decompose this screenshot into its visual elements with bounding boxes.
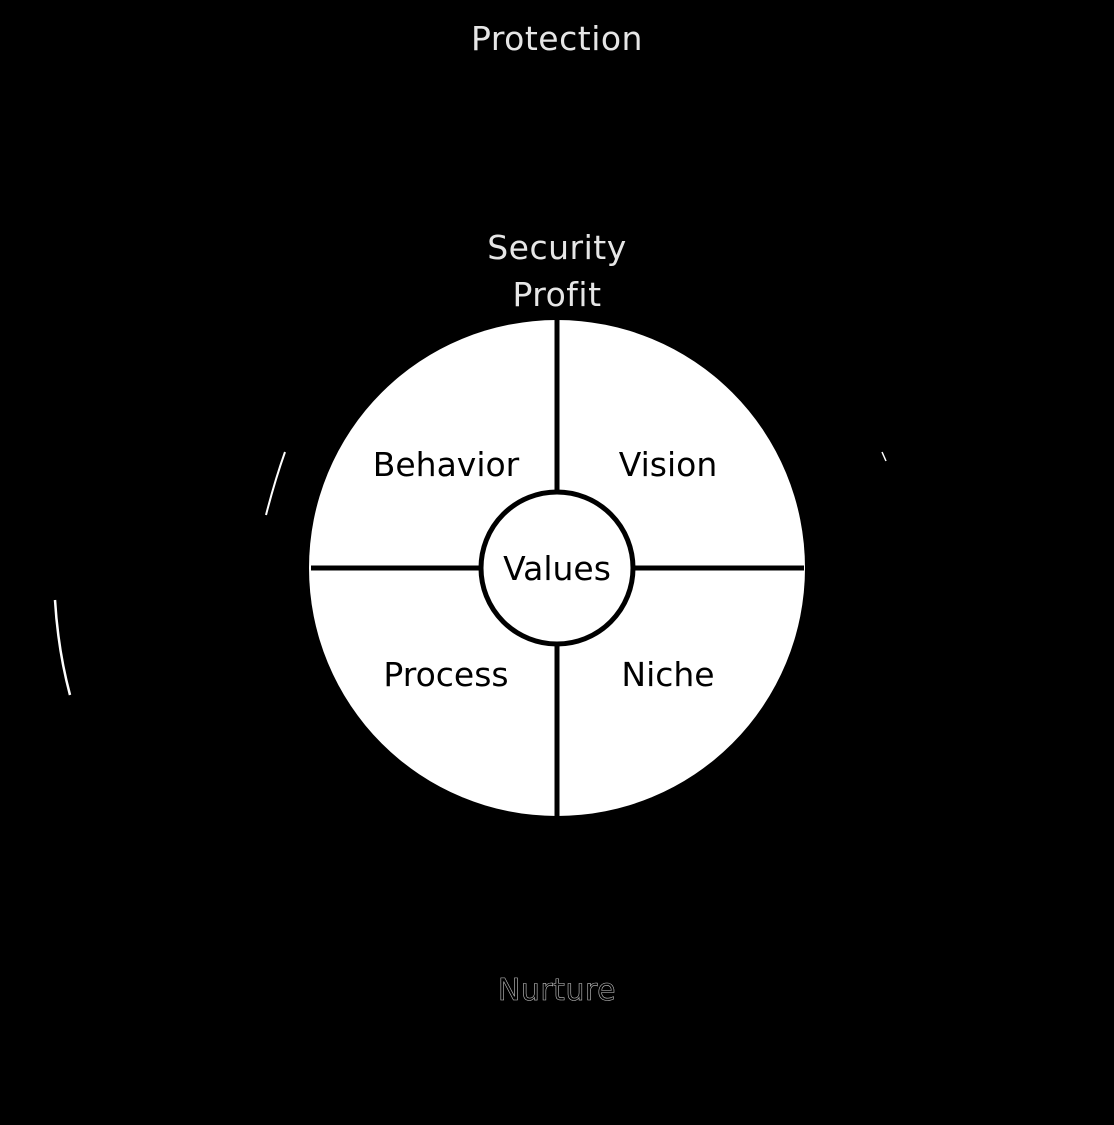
label-profit: Profit	[512, 275, 602, 314]
outer-arc-fragment-right	[881, 451, 887, 462]
label-bottom-faded: Nurture	[497, 973, 617, 1009]
quadrant-label-vision: Vision	[619, 445, 717, 484]
quadrant-label-process: Process	[383, 655, 508, 694]
label-security: Security	[487, 228, 627, 267]
outer-arc-fragment-left-upper	[265, 451, 286, 516]
outer-arc-fragment-left-lower	[53, 599, 72, 696]
center-circle	[478, 489, 636, 647]
center-label-values: Values	[503, 549, 611, 588]
label-protection: Protection	[471, 19, 643, 58]
quadrant-label-behavior: Behavior	[373, 445, 520, 484]
quadrant-label-niche: Niche	[621, 655, 714, 694]
